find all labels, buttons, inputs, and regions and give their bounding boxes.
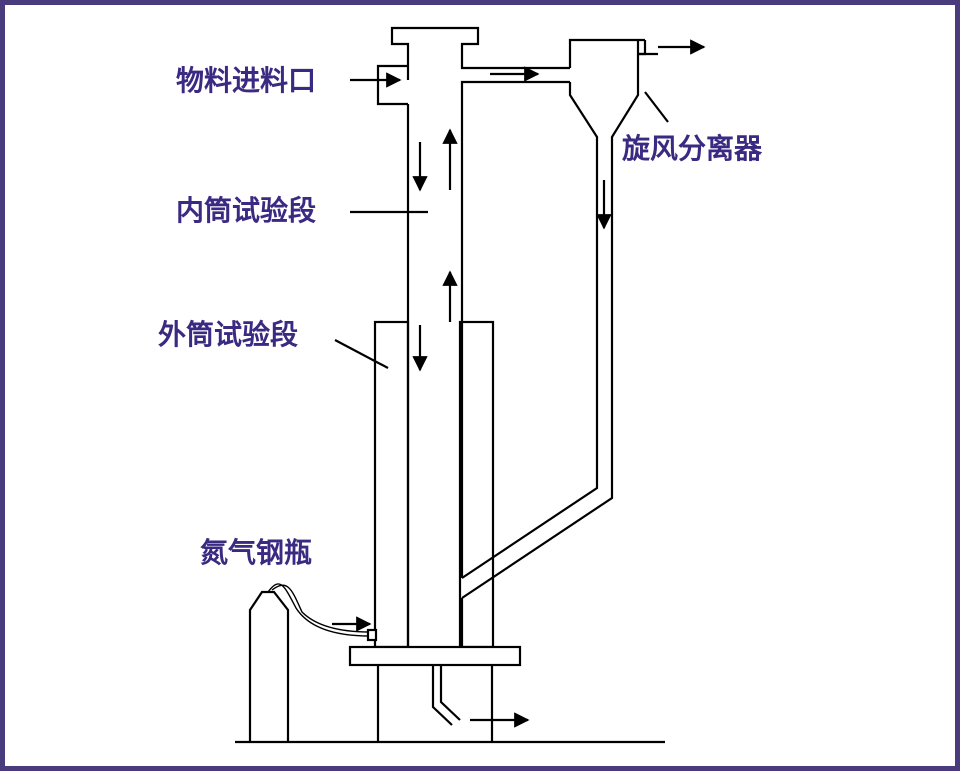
leader-outer-tube (334, 339, 389, 369)
outer-tube-left-wall (373, 320, 410, 649)
label-outer-tube-section: 外筒试验段 (158, 318, 298, 351)
label-cyclone-separator: 旋风分离器 (622, 132, 763, 165)
feed-inlet-stub (376, 64, 408, 106)
bottom-outlet-pipe (431, 665, 461, 726)
base-plate (348, 645, 522, 667)
label-feed-inlet: 物料进料口 (176, 64, 316, 97)
cyclone-body (461, 38, 647, 599)
outer-tube-right-wall (458, 320, 495, 649)
inner-tube-right-line (460, 80, 570, 647)
nitrogen-hose (267, 583, 371, 637)
label-inner-tube-section: 内筒试验段 (176, 194, 316, 227)
nitrogen-connector (366, 628, 378, 642)
label-nitrogen-cylinder: 氮气钢瓶 (200, 536, 312, 569)
nitrogen-hose-2 (271, 584, 371, 633)
leader-cyclone (644, 91, 669, 123)
inner-tube-top-cap (390, 26, 570, 80)
nitrogen-cylinder-body (248, 590, 290, 742)
outer-tube-wall (373, 320, 495, 649)
flow-arrows (332, 39, 706, 728)
